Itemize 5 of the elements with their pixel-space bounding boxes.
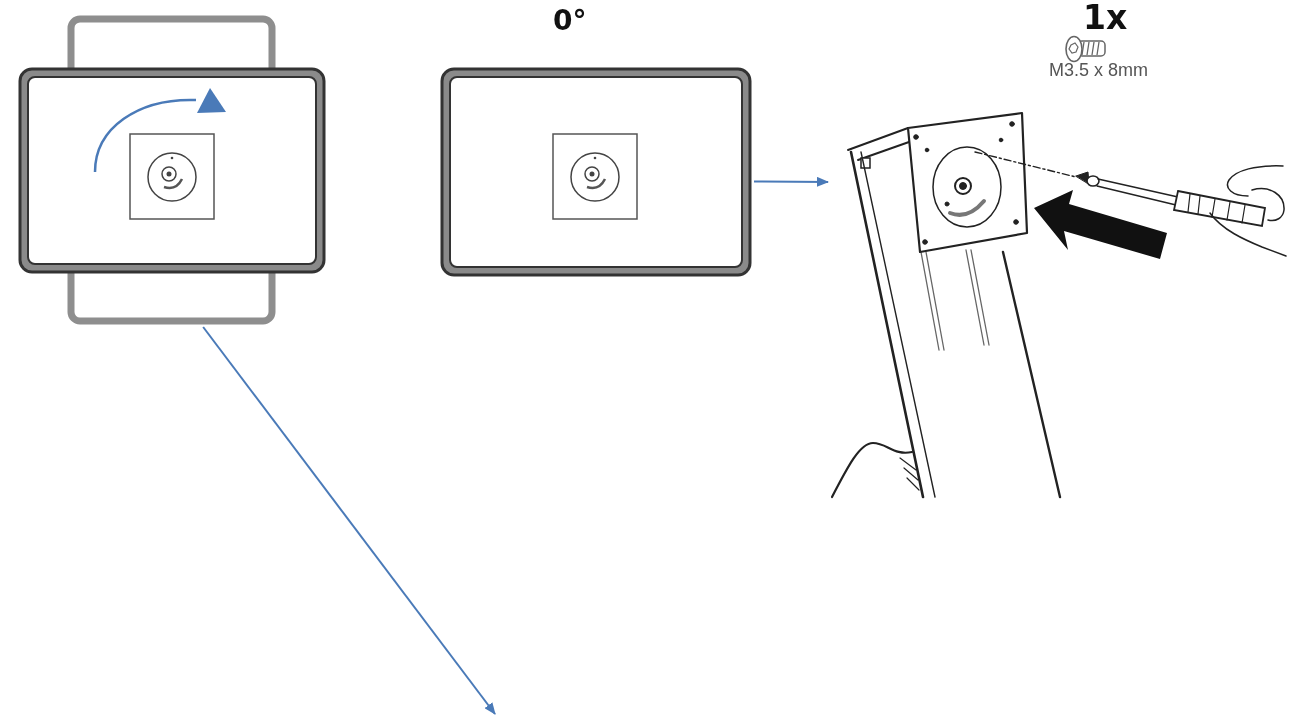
screw-size-label: M3.5 x 8mm <box>1049 61 1149 81</box>
arrow <box>753 176 829 187</box>
arrow <box>202 326 496 715</box>
quantity-label: 1x <box>1083 0 1128 37</box>
angle-heading: 0° <box>553 6 587 37</box>
